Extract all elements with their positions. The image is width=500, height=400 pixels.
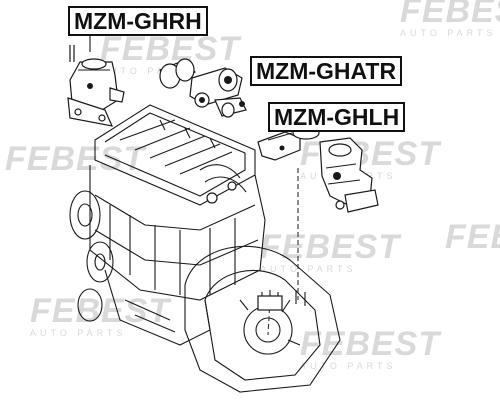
watermark-brand: FEBEST: [445, 218, 500, 256]
watermark-brand: FEBEST: [300, 325, 442, 363]
watermark-brand: FEBEST: [100, 30, 242, 68]
watermark-tagline: AUTO PARTS: [300, 361, 397, 371]
watermark-brand: FEBEST: [5, 140, 147, 178]
left-engine-mount-part: [257, 126, 379, 213]
rear-torque-mount-part: [159, 58, 247, 118]
part-label-left-mount: MZM-GHLH: [268, 102, 406, 132]
watermark-brand: FEBEST: [400, 0, 500, 30]
watermark-tagline: AUTO PARTS: [30, 328, 127, 338]
engine-block: [69, 104, 341, 393]
watermark-tagline: AUTO PARTS: [260, 264, 357, 274]
part-label-rear-mount: MZM-GHATR: [250, 56, 403, 86]
part-label-right-mount: MZM-GHRH: [68, 6, 208, 36]
watermark-layer: FEBEST AUTO PARTS FEBEST AUTO PARTS FEBE…: [5, 0, 500, 371]
watermark-tagline: AUTO PARTS: [100, 66, 197, 76]
right-engine-mount-part: [67, 34, 125, 127]
watermark-brand: FEBEST: [260, 228, 402, 266]
watermark-tagline: AUTO PARTS: [400, 28, 497, 38]
